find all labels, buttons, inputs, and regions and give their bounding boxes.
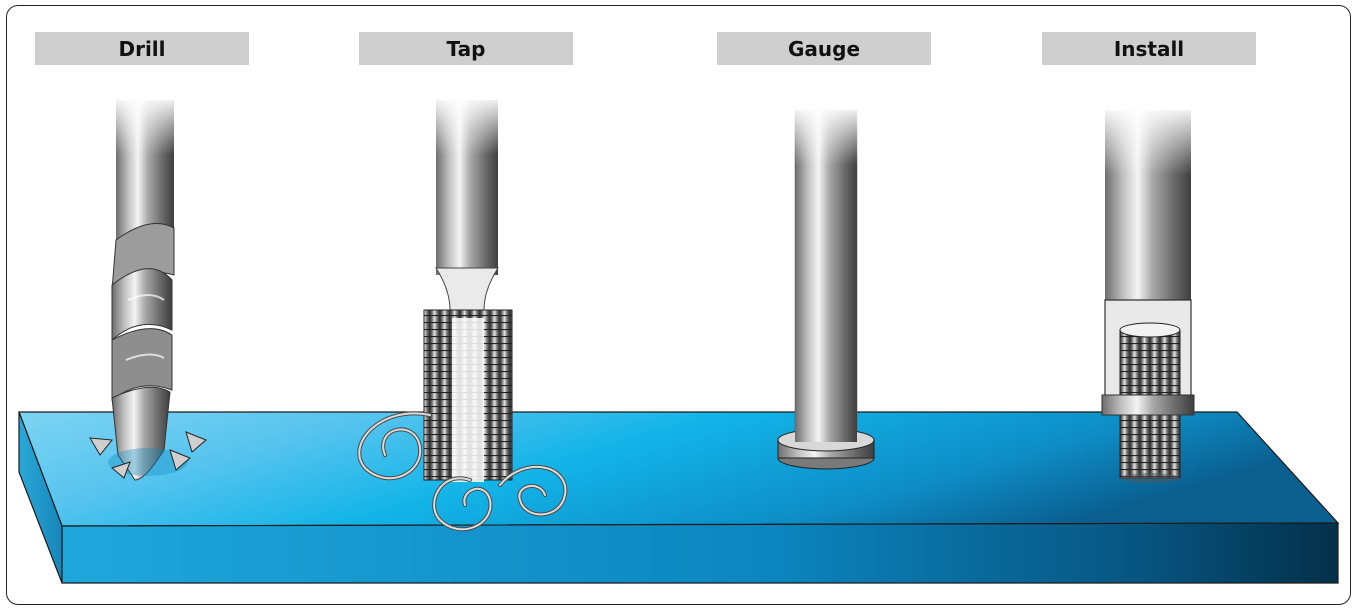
chip-3 [169,449,191,471]
step-label-tap: Tap [359,32,573,65]
drill-bit [89,95,207,481]
install-tool [1101,105,1195,483]
workpiece-block [18,411,1340,584]
swarf-curls [357,411,568,532]
chip-2 [110,461,131,479]
chip-1 [89,437,113,456]
step-label-gauge: Gauge [717,32,931,65]
gauge-tool [777,105,875,470]
step-label-drill: Drill [35,32,249,65]
tap-tool [357,95,568,532]
chip-4 [185,431,207,453]
step-label-install: Install [1042,32,1256,65]
block-front-face [61,522,1339,584]
